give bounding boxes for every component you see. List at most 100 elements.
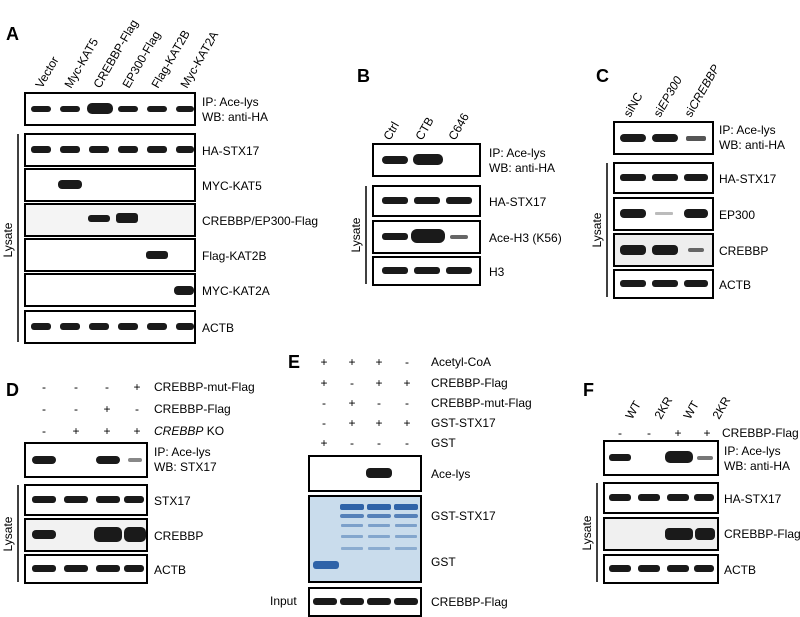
condition-sign: + bbox=[703, 426, 710, 440]
panel-c: C siNC siEP300 siCREBBP IP: Ace-lys WB: … bbox=[590, 62, 785, 299]
condition-sign: - bbox=[405, 355, 409, 369]
blot-bands bbox=[609, 494, 714, 501]
condition-sign: + bbox=[375, 376, 382, 390]
condition-sign: - bbox=[42, 380, 46, 394]
condition-sign: - bbox=[135, 402, 139, 416]
blot-label: H3 bbox=[489, 265, 505, 279]
condition-sign: + bbox=[375, 416, 382, 430]
blot-band bbox=[620, 209, 646, 218]
blot-label: ACTB bbox=[719, 278, 751, 292]
ip-label: IP: Ace-lys bbox=[489, 146, 546, 160]
panel-letter-d: D bbox=[6, 380, 19, 400]
lane-label: WT bbox=[680, 398, 702, 422]
wb-label: WB: STX17 bbox=[154, 460, 217, 474]
condition-label: GST bbox=[431, 436, 456, 450]
lane-label: siEP300 bbox=[650, 74, 685, 120]
condition-sign: + bbox=[348, 416, 355, 430]
blot-band bbox=[88, 215, 110, 222]
condition-sign: + bbox=[320, 355, 327, 369]
lane-label: 2KR bbox=[651, 394, 675, 422]
lane-label: C646 bbox=[445, 110, 472, 142]
blot-bands bbox=[32, 565, 144, 572]
panel-b: B Ctrl CTB C646 IP: Ace-lys WB: anti-HA … bbox=[349, 66, 562, 286]
condition-sign: - bbox=[42, 424, 46, 438]
blot-bands bbox=[31, 146, 194, 153]
gel-label: GST bbox=[431, 555, 456, 569]
wb-label: WB: anti-HA bbox=[202, 110, 268, 124]
condition-sign: - bbox=[350, 376, 354, 390]
blot-bands bbox=[620, 280, 708, 287]
blot-label: ACTB bbox=[202, 321, 234, 335]
blot-bands bbox=[620, 174, 708, 181]
blot-band bbox=[58, 180, 82, 189]
blot-label: CREBBP bbox=[719, 244, 768, 258]
condition-sign: - bbox=[618, 426, 622, 440]
wb-label: WB: anti-HA bbox=[719, 138, 785, 152]
panel-f: F WT 2KR WT 2KR - - + + CREBBP-Flag IP: … bbox=[580, 380, 800, 584]
input-label: Input bbox=[270, 594, 297, 608]
blot-label: ACTB bbox=[154, 563, 186, 577]
condition-sign: + bbox=[320, 376, 327, 390]
lane-label: CTB bbox=[412, 115, 436, 143]
blot-band bbox=[124, 527, 146, 542]
ip-label: IP: Ace-lys bbox=[719, 123, 776, 137]
blot-bands bbox=[313, 598, 418, 605]
condition-sign: - bbox=[42, 402, 46, 416]
lysate-label: Lysate bbox=[580, 515, 594, 550]
condition-label: CREBBP-Flag bbox=[431, 376, 508, 390]
wb-label: WB: anti-HA bbox=[724, 459, 790, 473]
blot-label: STX17 bbox=[154, 494, 191, 508]
condition-label: CREBBP-Flag bbox=[154, 402, 231, 416]
lane-label: WT bbox=[622, 398, 644, 422]
blot-band bbox=[697, 456, 713, 460]
blot-bands bbox=[32, 496, 144, 503]
condition-sign: + bbox=[403, 416, 410, 430]
condition-sign: + bbox=[103, 402, 110, 416]
blot-band bbox=[411, 229, 445, 243]
blot-band bbox=[382, 156, 408, 164]
condition-sign: + bbox=[133, 380, 140, 394]
condition-sign: + bbox=[348, 355, 355, 369]
lane-label: Ctrl bbox=[380, 119, 401, 142]
condition-sign: - bbox=[377, 396, 381, 410]
condition-label: CREBBP-mut-Flag bbox=[154, 380, 255, 394]
panel-letter-a: A bbox=[6, 24, 19, 44]
blot-band bbox=[652, 245, 678, 255]
condition-label: GST-STX17 bbox=[431, 416, 496, 430]
blot-band bbox=[382, 233, 408, 240]
blot-band bbox=[665, 451, 693, 463]
lysate-label: Lysate bbox=[1, 222, 15, 257]
blot-frame bbox=[24, 168, 196, 202]
blot-band bbox=[665, 528, 693, 540]
ip-label: IP: Ace-lys bbox=[724, 444, 781, 458]
panel-e: E + + + - + - + + - + - - - + + + + - - … bbox=[270, 352, 532, 617]
blot-label: Ace-H3 (K56) bbox=[489, 231, 562, 245]
blot-band bbox=[450, 235, 468, 239]
blot-label: HA-STX17 bbox=[202, 144, 260, 158]
blot-band bbox=[32, 456, 56, 464]
blot-band bbox=[652, 134, 678, 142]
blot-band bbox=[146, 251, 168, 259]
condition-sign: + bbox=[375, 355, 382, 369]
blot-label: MYC-KAT5 bbox=[202, 179, 262, 193]
gel-bands bbox=[313, 504, 418, 569]
blot-band bbox=[620, 245, 646, 255]
blot-label: HA-STX17 bbox=[489, 195, 547, 209]
blot-band bbox=[174, 286, 194, 295]
panel-a: A Vector Myc-KAT5 CREBBP-Flag EP300-Flag… bbox=[1, 17, 318, 344]
panel-d: D - - - + - - + - - + + + CREBBP-mut-Fla… bbox=[1, 380, 255, 584]
panel-letter-e: E bbox=[288, 352, 300, 372]
condition-sign: + bbox=[674, 426, 681, 440]
blot-label: HA-STX17 bbox=[724, 492, 782, 506]
blot-frame bbox=[308, 455, 422, 492]
blot-label: EP300 bbox=[719, 208, 755, 222]
blot-bands bbox=[31, 323, 194, 330]
condition-sign: + bbox=[103, 424, 110, 438]
ip-label: IP: Ace-lys bbox=[154, 445, 211, 459]
lane-label: siCREBBP bbox=[681, 62, 722, 119]
condition-sign: + bbox=[133, 424, 140, 438]
blot-band bbox=[366, 468, 392, 478]
condition-sign: - bbox=[647, 426, 651, 440]
lane-label: siNC bbox=[620, 90, 645, 120]
condition-sign: - bbox=[105, 380, 109, 394]
